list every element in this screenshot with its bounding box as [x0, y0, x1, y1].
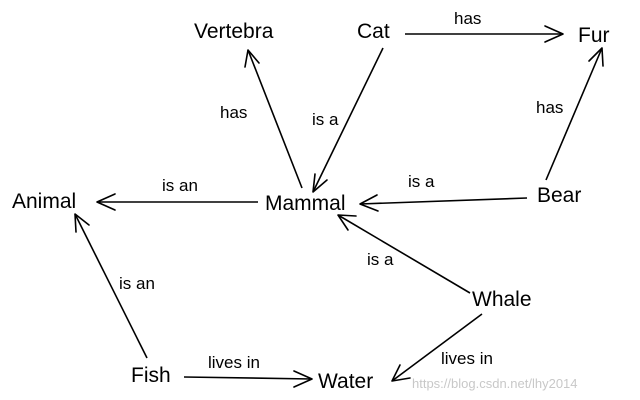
edge-label-bear-is-a-mammal: is a	[408, 172, 435, 191]
node-animal: Animal	[12, 190, 76, 213]
edge-label-cat-is-a-mammal: is a	[312, 110, 339, 129]
edge-mammal-is-an-animal-arrowhead	[96, 193, 116, 211]
edge-label-cat-has-fur: has	[454, 9, 481, 28]
edge-bear-has-fur-arrowhead	[588, 47, 604, 67]
node-bear: Bear	[537, 184, 581, 207]
edge-whale-lives-in-water-line	[391, 313, 483, 382]
edge-fish-lives-in-water-arrowhead	[293, 370, 313, 388]
edge-whale-lives-in-water-arrowhead	[391, 364, 411, 382]
node-vertebra: Vertebra	[194, 20, 274, 43]
edge-cat-is-a-mammal-arrowhead	[312, 173, 328, 193]
node-cat: Cat	[357, 20, 390, 43]
node-whale: Whale	[472, 288, 532, 311]
edge-cat-is-a-mammal-line	[312, 47, 384, 193]
node-water: Water	[318, 370, 373, 393]
edge-mammal-has-vertebra-arrowhead	[244, 49, 260, 68]
node-fur: Fur	[578, 24, 610, 47]
edge-label-bear-has-fur: has	[536, 98, 563, 117]
edge-cat-has-fur-arrowhead	[544, 25, 564, 43]
watermark-text: https://blog.csdn.net/lhy2014	[412, 376, 578, 391]
edge-fish-is-an-animal-line	[74, 213, 148, 359]
edge-label-mammal-has-vertebra: has	[220, 103, 247, 122]
edge-whale-is-a-mammal-line	[337, 214, 471, 294]
edge-label-mammal-is-an-animal: is an	[162, 176, 198, 195]
edge-label-fish-lives-in-water: lives in	[208, 353, 260, 372]
edge-bear-is-a-mammal-arrowhead	[359, 194, 379, 212]
edge-bear-is-a-mammal-line	[359, 197, 528, 205]
edge-mammal-has-vertebra-line	[247, 49, 303, 189]
edge-label-fish-is-an-animal: is an	[119, 274, 155, 293]
edge-bear-has-fur-line	[545, 47, 603, 181]
node-fish: Fish	[131, 364, 171, 387]
edge-fish-lives-in-water-line	[183, 376, 313, 380]
node-mammal: Mammal	[265, 192, 346, 215]
nodes-layer: Vertebra Cat Fur Animal Mammal Bear Whal…	[12, 20, 610, 393]
edge-fish-is-an-animal-arrowhead	[74, 213, 90, 233]
edges-layer	[74, 25, 604, 388]
edge-label-whale-lives-in-water: lives in	[441, 349, 493, 368]
edge-labels-layer: has has is a has is an is a is a is an l…	[119, 9, 563, 372]
edge-whale-is-a-mammal-arrowhead	[337, 214, 357, 231]
edge-label-whale-is-a-mammal: is a	[367, 250, 394, 269]
